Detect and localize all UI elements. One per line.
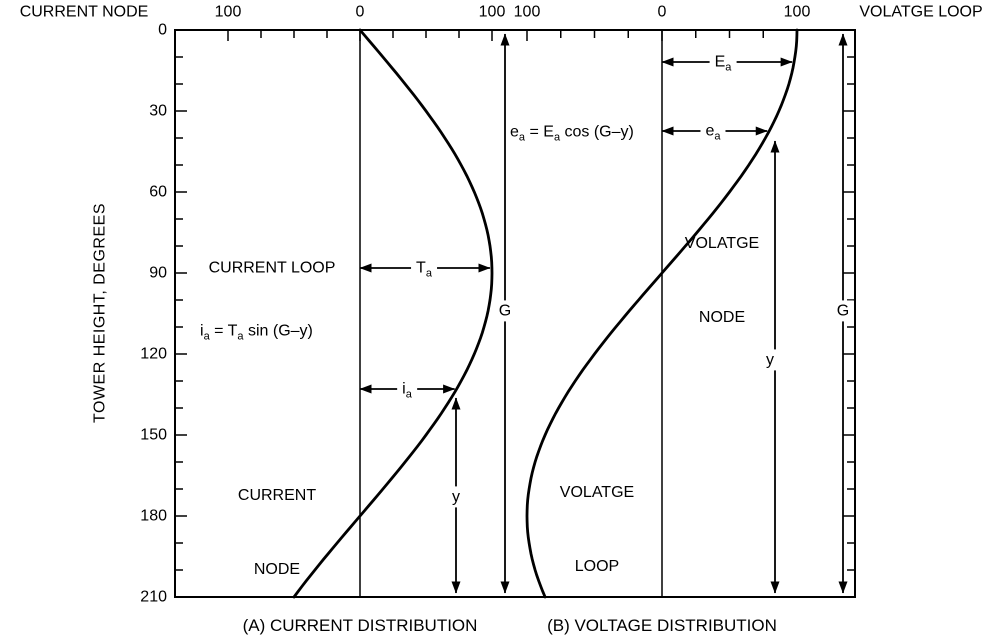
current-loop-label: CURRENT LOOP <box>208 259 336 277</box>
formula-part: = T <box>209 322 238 340</box>
formula-part: i <box>200 322 204 340</box>
panel-b-top-tick-zero: 0 <box>657 3 667 21</box>
ia-sample-label: ia <box>397 378 417 401</box>
formula-sub: a <box>518 131 526 144</box>
formula-part: sin (G–y) <box>243 322 313 340</box>
current-node-label: CURRENT NODE <box>238 434 316 632</box>
voltage-loop-label: VOLATGE LOOP <box>560 431 634 629</box>
voltage-node-line1: VOLATGE <box>684 234 760 252</box>
voltage-loop-line1: VOLATGE <box>559 483 635 501</box>
panel-b-top-tick-right: 100 <box>783 3 811 21</box>
label-base: e <box>705 122 715 140</box>
voltage-formula: ea = Ea cos (G–y) <box>510 122 634 144</box>
panel-a-top-tick-right: 100 <box>478 3 506 21</box>
label-sub: a <box>425 267 432 280</box>
panel-a-g-label: G <box>493 300 517 322</box>
y-tick-210: 210 <box>140 588 167 606</box>
label-sub: a <box>714 130 721 143</box>
formula-part: cos (G–y) <box>560 123 634 141</box>
y-tick-120: 120 <box>140 345 167 363</box>
formula-sub: a <box>203 330 210 343</box>
formula-part: = E <box>525 123 554 141</box>
ea-sample-label: ea <box>700 120 726 143</box>
y-axis-title: TOWER HEIGHT, DEGREES <box>91 202 109 424</box>
y-tick-150: 150 <box>140 426 167 444</box>
formula-sub: a <box>237 330 244 343</box>
panel-a-top-tick-left: 100 <box>214 3 242 21</box>
panel-b-y-label: y <box>761 349 779 371</box>
voltage-loop-line2: LOOP <box>574 557 620 575</box>
y-tick-90: 90 <box>149 264 167 282</box>
panel-b-top-tick-left: 100 <box>513 3 541 21</box>
panel-b-g-label: G <box>831 300 855 322</box>
current-node-line1: CURRENT <box>237 486 317 504</box>
label-base: T <box>416 259 426 277</box>
ta-amplitude-label: Ta <box>411 257 437 280</box>
caption-b: (B) VOLTAGE DISTRIBUTION <box>547 615 777 635</box>
label-sub: a <box>725 61 732 74</box>
ea-amplitude-label: Ea <box>709 51 737 74</box>
voltage-loop-top-label: VOLATGE LOOP <box>859 3 983 21</box>
voltage-node-line2: NODE <box>698 308 746 326</box>
voltage-node-label: VOLATGE NODE <box>685 182 759 380</box>
current-formula: ia = Ta sin (G–y) <box>200 321 313 343</box>
label-sub: a <box>405 388 412 401</box>
panel-a-top-tick-zero: 0 <box>355 3 365 21</box>
label-base: E <box>714 53 726 71</box>
current-node-line2: NODE <box>253 560 301 578</box>
current-curve <box>292 28 494 599</box>
formula-part: e <box>510 123 519 141</box>
y-tick-0: 0 <box>158 21 167 39</box>
y-tick-180: 180 <box>140 507 167 525</box>
voltage-curve <box>525 28 799 599</box>
plot-frame <box>174 29 856 598</box>
y-tick-30: 30 <box>149 102 167 120</box>
caption-a: (A) CURRENT DISTRIBUTION <box>242 615 478 635</box>
current-node-top-label: CURRENT NODE <box>19 3 149 21</box>
formula-sub: a <box>553 131 561 144</box>
panel-a-y-label: y <box>447 486 465 508</box>
y-tick-60: 60 <box>149 183 167 201</box>
